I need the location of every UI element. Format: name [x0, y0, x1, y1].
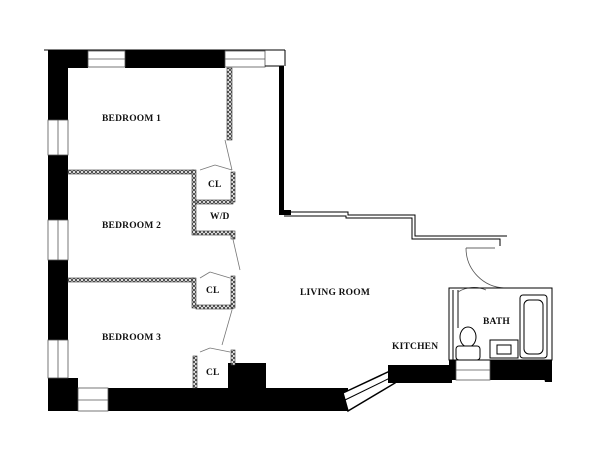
- kitchen-wall: [449, 360, 453, 380]
- label-kitchen: KITCHEN: [392, 342, 439, 352]
- bath-fixtures: [448, 287, 553, 361]
- label-bedroom-3: BEDROOM 3: [102, 333, 162, 343]
- label-washer-dryer: W/D: [210, 212, 230, 222]
- doors: [199, 139, 506, 353]
- exterior-walls: [44, 49, 552, 411]
- label-closet-2: CL: [206, 286, 220, 296]
- living-room-jog-wall: [265, 50, 507, 246]
- label-bath: BATH: [483, 317, 511, 327]
- label-living-room: LIVING ROOM: [300, 288, 371, 298]
- label-closet-1: CL: [208, 180, 222, 190]
- interior-partitions: [67, 67, 236, 389]
- windows: [47, 50, 491, 412]
- label-bedroom-1: BEDROOM 1: [102, 114, 162, 124]
- angled-window-wall: [342, 365, 396, 413]
- label-closet-3: CL: [206, 368, 220, 378]
- label-bedroom-2: BEDROOM 2: [102, 221, 162, 231]
